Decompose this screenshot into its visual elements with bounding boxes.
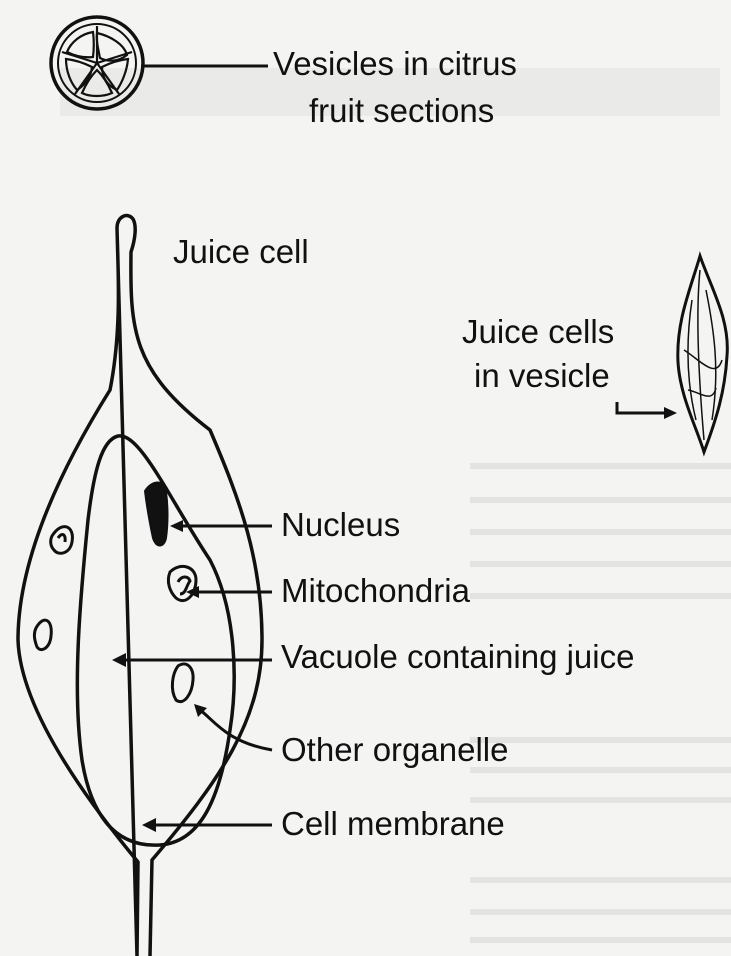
vesicles-label-line-1: Vesicles in citrus [273, 45, 517, 83]
vesicles-label-line-2: fruit sections [309, 92, 494, 130]
juice-cells-in-vesicle-line-2: in vesicle [474, 357, 610, 395]
juice-vesicle-icon [678, 256, 728, 452]
organelles [35, 527, 194, 702]
juice-cell-label: Juice cell [173, 233, 309, 271]
mitochondrion [168, 566, 196, 600]
vacuole-label: Vacuole containing juice [281, 638, 634, 676]
juice-cells-in-vesicle-line-1: Juice cells [462, 313, 614, 351]
other-organelle-label: Other organelle [281, 731, 508, 769]
cell-membrane-label: Cell membrane [281, 805, 505, 843]
nucleus [145, 482, 168, 545]
nucleus-label: Nucleus [281, 506, 400, 544]
mitochondria-label: Mitochondria [281, 572, 470, 610]
citrus-section-icon [51, 17, 143, 109]
vesicle-pointer-arrow [617, 402, 677, 419]
